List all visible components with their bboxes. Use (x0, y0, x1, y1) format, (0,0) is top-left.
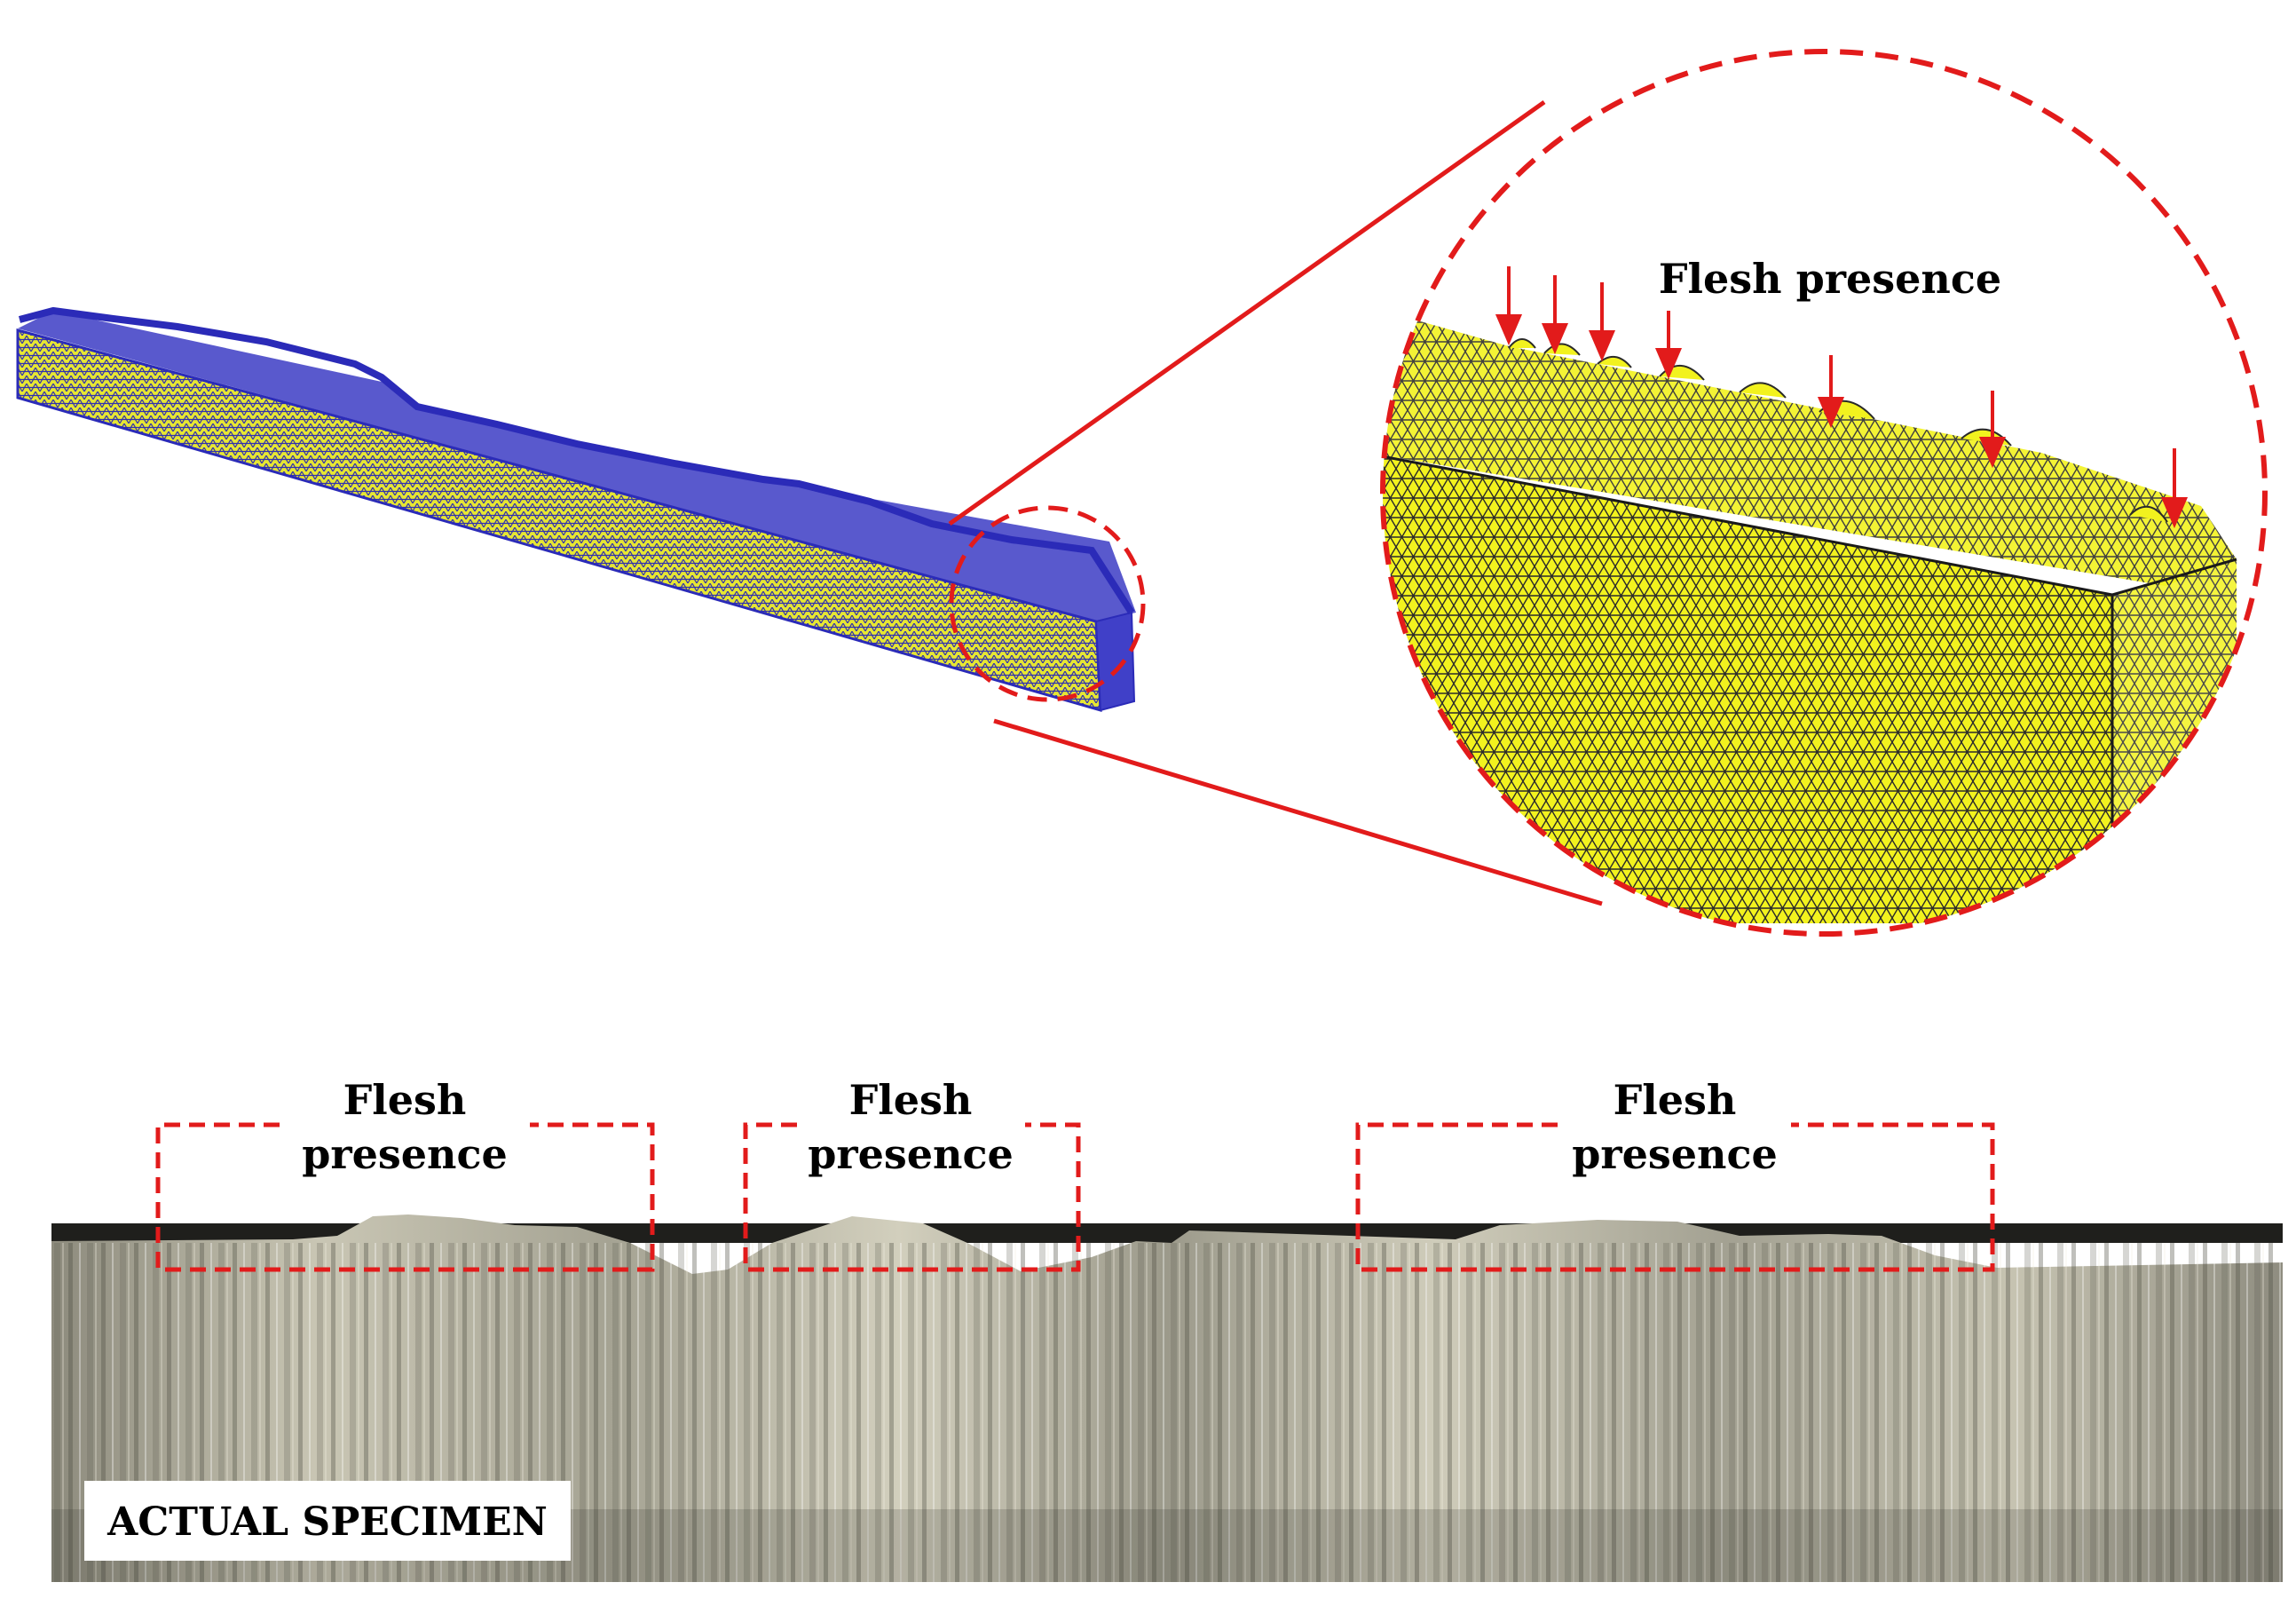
zoom-flesh-bumps (1508, 338, 2168, 523)
specimen-badge-background (84, 1481, 571, 1561)
zoom-indicator (948, 99, 1603, 906)
zoom-view: Flesh presence (1380, 49, 2268, 937)
flesh-region-1-line2: presence (302, 1130, 508, 1178)
flesh-region-2-line2: presence (808, 1130, 1014, 1178)
flesh-arrows (1495, 266, 2189, 529)
flesh-region-1-line1: Flesh (343, 1076, 467, 1124)
zoom-connector-top (948, 99, 1546, 526)
zoom-mesh-end-face (2112, 559, 2237, 923)
zoom-source-circle (949, 505, 1146, 702)
beam-top-flesh-outline (18, 306, 1135, 615)
flesh-region-box-2 (743, 1122, 1081, 1272)
flesh-region-box-3 (1355, 1122, 1995, 1272)
zoom-flesh-label: Flesh presence (1659, 255, 2001, 303)
specimen-badge: ACTUAL SPECIMEN (107, 1499, 548, 1545)
flesh-region-boxes (155, 1122, 1995, 1272)
beam-end-face (1094, 611, 1136, 712)
zoom-mesh-side-face (1383, 448, 2112, 923)
zoom-circle-outline (1380, 49, 2268, 937)
specimen-photo: Flesh presence Flesh presence Flesh pres… (51, 1076, 2283, 1582)
beam-top-face (18, 311, 1136, 621)
flesh-region-labels: Flesh presence Flesh presence Flesh pres… (302, 1076, 1778, 1178)
flesh-region-box-1 (155, 1122, 655, 1272)
flesh-region-3-line1: Flesh (1614, 1076, 1737, 1124)
flesh-region-2-line1: Flesh (849, 1076, 973, 1124)
flesh-region-3-line2: presence (1572, 1130, 1778, 1178)
mesh-beam-overview (16, 306, 1136, 713)
zoom-mesh-top-face (1383, 306, 2237, 586)
zoom-connector-bottom (993, 718, 1603, 906)
